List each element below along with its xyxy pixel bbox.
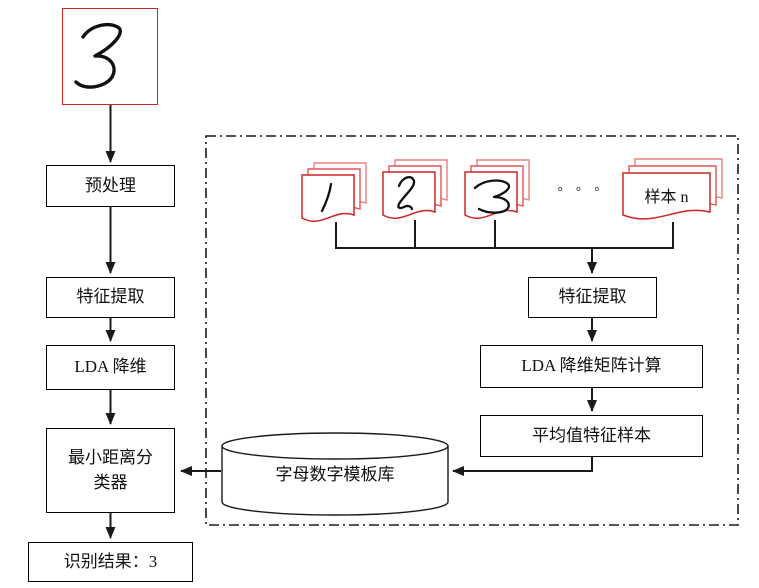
mean-feature-label: 平均值特征样本 xyxy=(532,425,651,445)
handwritten-digit-2 xyxy=(397,175,416,211)
template-db-cylinder xyxy=(221,432,449,516)
sample-connector-bus xyxy=(335,222,674,249)
classifier-box: 最小距离分类器 xyxy=(46,428,175,513)
input-digit-box xyxy=(62,8,158,105)
sample-stack-2 xyxy=(382,159,448,219)
preprocess-label: 预处理 xyxy=(85,175,136,195)
feature-extraction-right-label: 特征提取 xyxy=(558,287,627,307)
result-label: 识别结果：3 xyxy=(63,551,158,571)
sample-stack-3 xyxy=(464,159,530,219)
feature-extraction-right-box: 特征提取 xyxy=(528,277,657,318)
training-region-border xyxy=(205,135,739,526)
sample-stack-n xyxy=(622,158,723,220)
preprocess-box: 预处理 xyxy=(46,165,175,207)
sample-stack-1 xyxy=(301,162,367,222)
feature-extraction-left-label: 特征提取 xyxy=(76,287,145,307)
result-box: 识别结果：3 xyxy=(28,542,193,582)
mean-feature-box: 平均值特征样本 xyxy=(480,415,703,457)
lda-matrix-label: LDA 降维矩阵计算 xyxy=(521,356,662,376)
lda-reduction-box: LDA 降维 xyxy=(46,345,175,390)
handwritten-digit-3-input xyxy=(73,22,122,89)
arrow-mean-to-templatedb xyxy=(452,457,593,476)
handwritten-digit-1 xyxy=(320,182,333,213)
feature-extraction-left-box: 特征提取 xyxy=(46,277,175,318)
classifier-label: 最小距离分类器 xyxy=(68,447,153,492)
handwritten-digit-3-small xyxy=(473,179,511,214)
lda-reduction-label: LDA 降维 xyxy=(74,357,147,377)
lda-matrix-box: LDA 降维矩阵计算 xyxy=(480,345,703,388)
